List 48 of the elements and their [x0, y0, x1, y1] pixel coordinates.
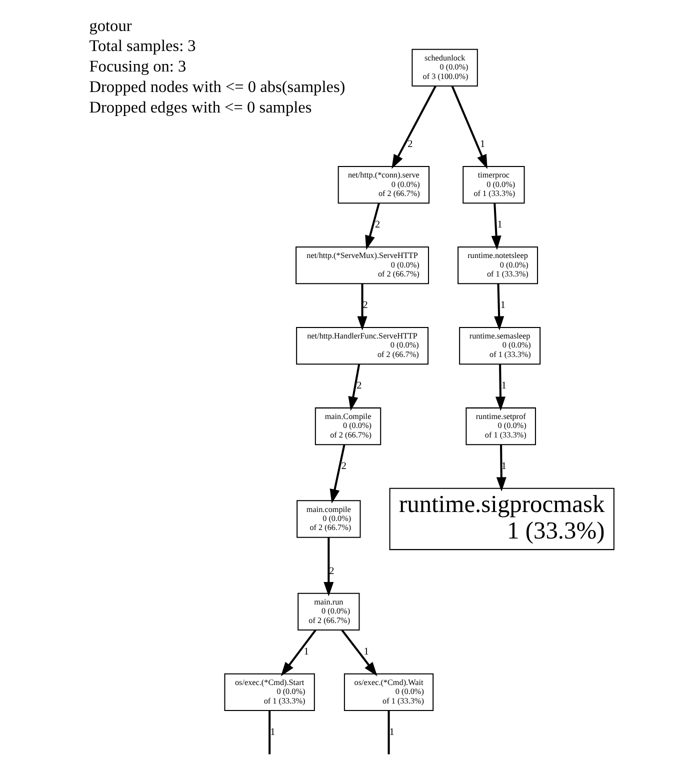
node-box: net/http.HandlerFunc.ServeHTTP 0 (0.0%) of 2 (66.7%) [296, 326, 428, 365]
label: Total samples: 3 [88, 36, 196, 56]
edge-label: 2 [374, 220, 380, 231]
node-box: runtime.semasleep 0 (0.0%) of 1 (33.3%) [458, 326, 540, 365]
arrow [323, 538, 334, 596]
arrow [340, 630, 377, 676]
arrow [391, 86, 436, 169]
connector [387, 710, 390, 754]
arrow [494, 364, 505, 411]
edge-label: 1 [303, 646, 308, 658]
edge-label: 1 [479, 139, 485, 150]
label: gotour [88, 16, 132, 35]
edge-label: 1 [496, 220, 502, 231]
edge-label: 1 [388, 726, 394, 738]
arrow [356, 284, 367, 330]
node-box: os/exec.(*Cmd).Wait 0 (0.0%) of 1 (33.3%) [343, 673, 434, 712]
arrow [348, 364, 360, 411]
edge-label: 2 [328, 566, 334, 578]
node-box: net/http.(*ServeMux).ServeHTTP 0 (0.0%) of 2 (66.7%) [295, 246, 429, 284]
connector [268, 710, 270, 754]
label: Focusing on: 3 [88, 56, 186, 76]
node-box: main.Compile 0 (0.0%) of 2 (66.7%) [314, 407, 381, 446]
arrow [494, 284, 504, 330]
arrow [329, 444, 345, 504]
node-box: schedunlock 0 (0.0%) of 3 (100.0%) [411, 48, 478, 86]
label: Dropped nodes with <= 0 abs(samples) [88, 76, 345, 96]
node-box: runtime.notetsleep 0 (0.0%) of 1 (33.3%) [457, 246, 538, 284]
edge-label: 2 [340, 461, 346, 472]
arrow [450, 86, 487, 169]
arrow [364, 202, 380, 250]
edge-label: 1 [500, 300, 505, 312]
arrow [280, 630, 316, 676]
edge-label: 1 [500, 461, 506, 472]
edge-label: 2 [356, 380, 362, 392]
edge-label: 2 [407, 139, 412, 150]
node-box: main.run 0 (0.0%) of 2 (66.7%) [297, 592, 360, 631]
label: Dropped edges with <= 0 samples [88, 97, 312, 116]
node-box: net/http.(*conn).serve 0 (0.0%) of 2 (66.7%) [337, 166, 430, 204]
edge-label: 1 [363, 646, 368, 658]
arrow [490, 203, 501, 250]
node-box: timerproc 0 (0.0%) of 1 (33.3%) [462, 166, 524, 204]
node-box: runtime.sigprocmask 1 (33.3%) [388, 488, 614, 550]
node-box: runtime.setprof 0 (0.0%) of 1 (33.3%) [465, 407, 536, 446]
edge-label: 1 [270, 726, 275, 738]
arrow [496, 444, 506, 492]
edge-label: 1 [500, 380, 506, 392]
node-box: main.compile 0 (0.0%) of 2 (66.7%) [296, 500, 360, 538]
node-box: os/exec.(*Cmd).Start 0 (0.0%) of 1 (33.3%) [224, 673, 314, 712]
